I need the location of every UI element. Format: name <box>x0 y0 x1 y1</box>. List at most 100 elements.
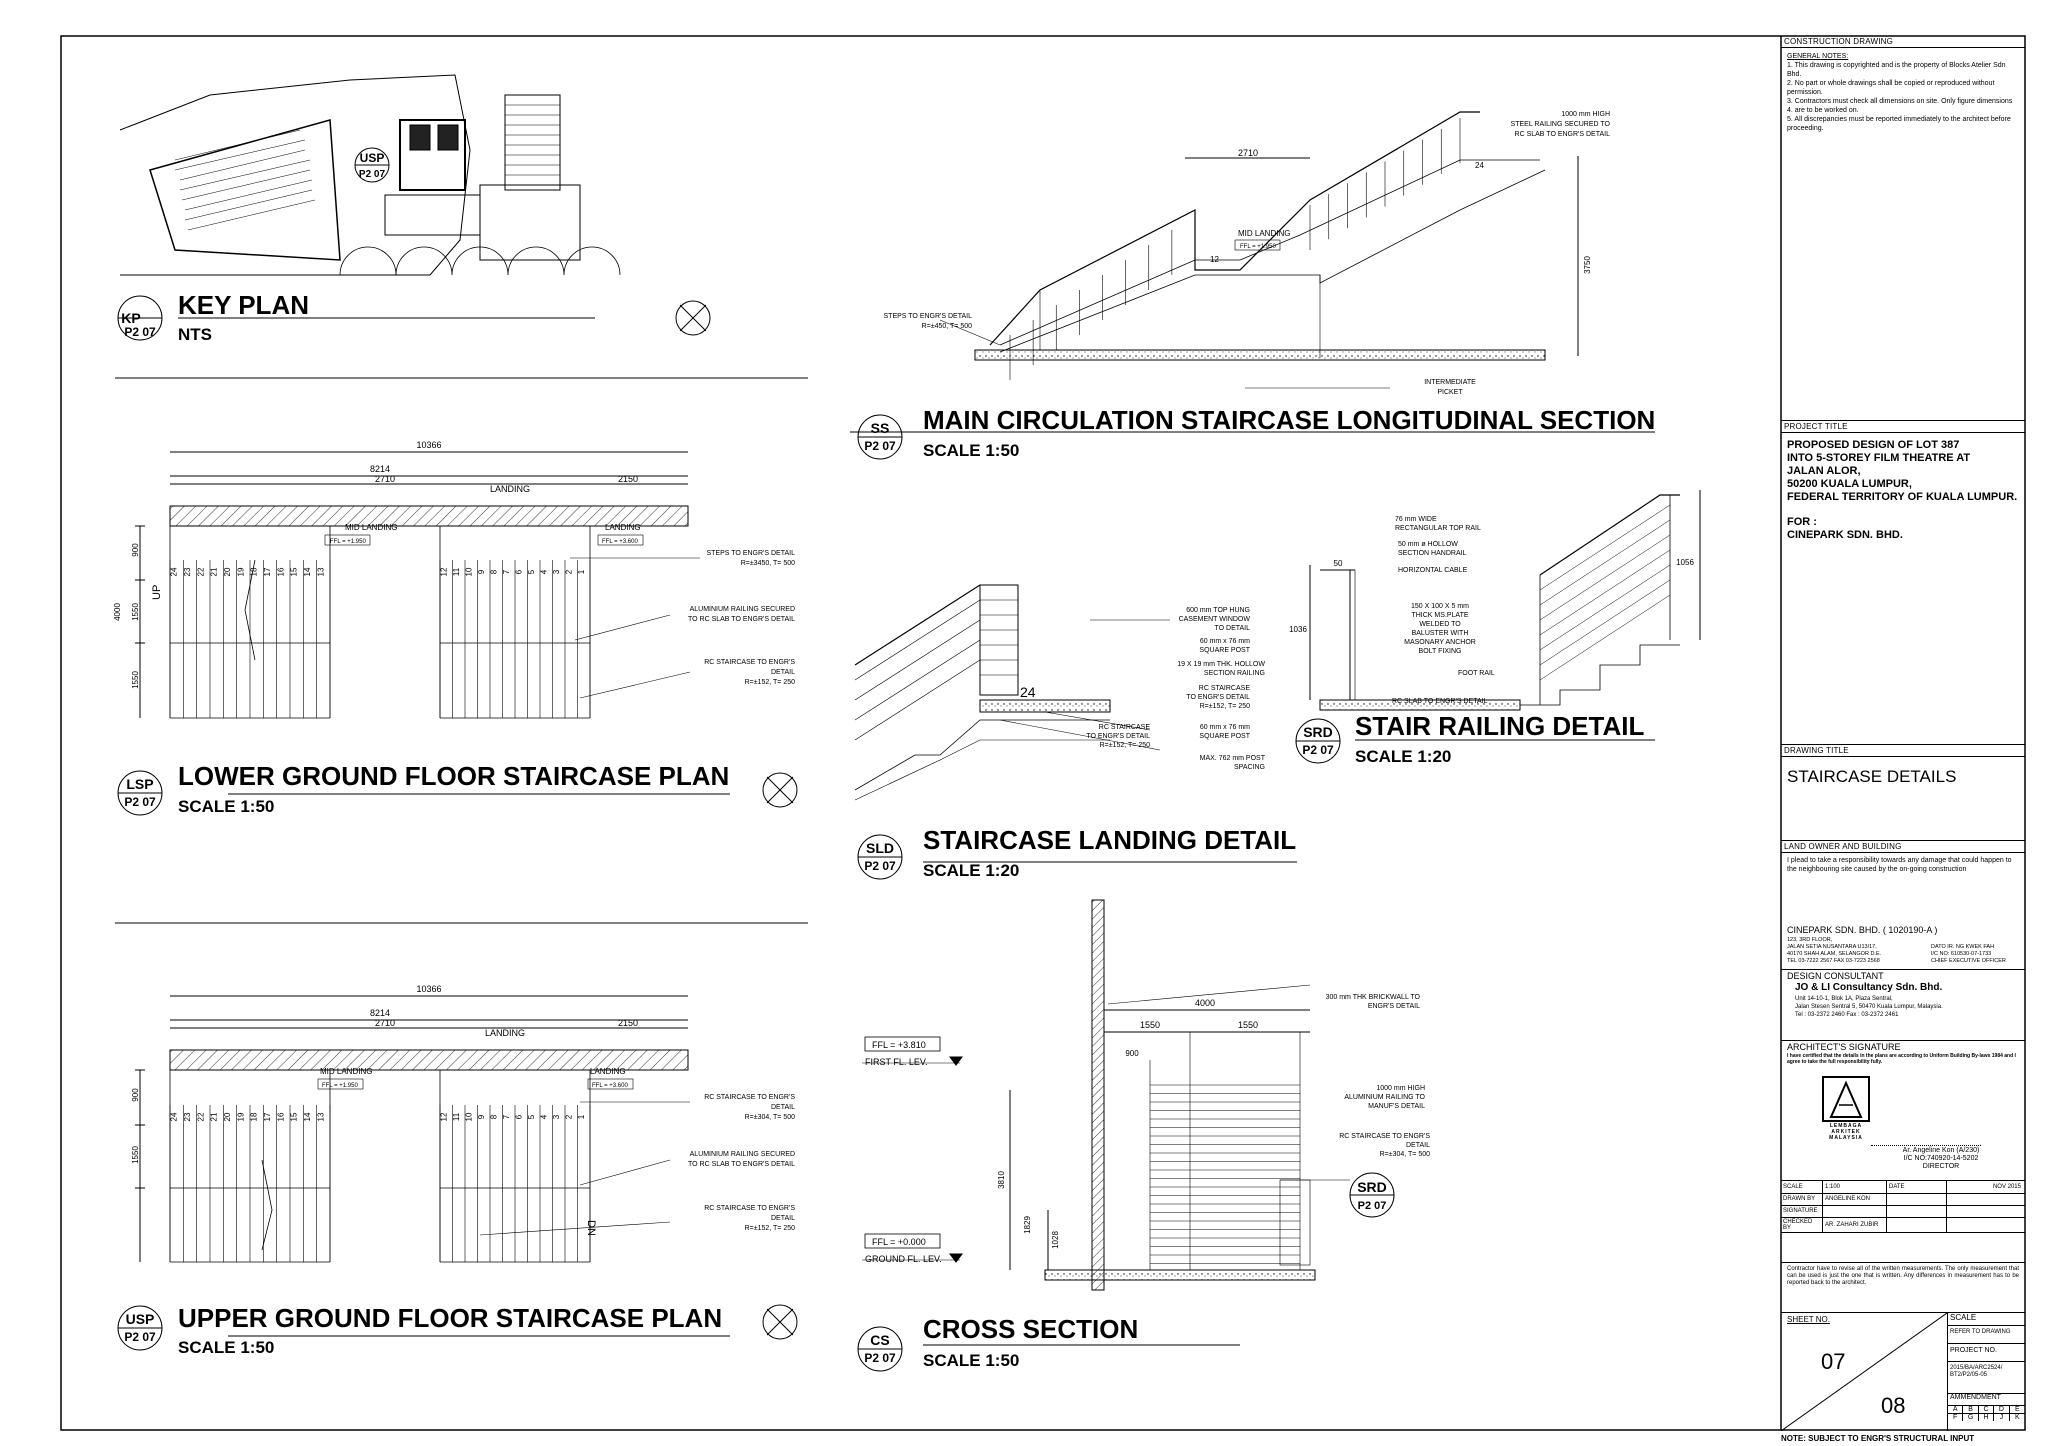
sld-note-6: 19 X 19 mm THK. HOLLOW <box>1177 661 1265 668</box>
cs-note-8: R=±304, T= 500 <box>1380 1151 1431 1158</box>
tb-owner: LAND OWNER AND BUILDING I plead to take … <box>1781 840 2025 1041</box>
cs-note-6: RC STAIRCASE TO ENGR'S <box>1339 1133 1430 1140</box>
cs-dim-1028: 1028 <box>1051 1231 1060 1249</box>
title-block: CONSTRUCTION DRAWING GENERAL NOTES: 1. T… <box>1781 36 2025 1431</box>
tb-for-label: FOR : <box>1787 516 1817 528</box>
ugf-mid-landing: MID LANDING <box>320 1067 372 1076</box>
tb-note-5: 4. are to be worked on. <box>1787 107 1859 114</box>
long-section-drawing <box>850 111 1655 433</box>
step-number: 3 <box>552 569 561 574</box>
tb-consultant-name: JO & LI Consultancy Sdn. Bhd. <box>1795 982 1943 993</box>
step-number: 6 <box>514 569 523 574</box>
keyplan-usp-tag: USP <box>360 151 385 165</box>
cs-ffl-first: FFL = +3.810 <box>872 1040 926 1050</box>
tb-meta-label: CHECKED BY <box>1781 1217 1823 1232</box>
sld-note-5: SQUARE POST <box>1199 647 1250 654</box>
railing-detail-drawing <box>1309 490 1701 741</box>
step-number: 16 <box>276 567 285 576</box>
lgf-note-1: STEPS TO ENGR'S DETAIL <box>707 550 796 557</box>
tb-consultant-label: DESIGN CONSULTANT <box>1787 971 1884 981</box>
tb-meta-label: SIGNATURE <box>1781 1205 1823 1217</box>
lgf-ffl-mid: FFL = +1.950 <box>330 539 366 545</box>
step-number: 20 <box>223 567 232 576</box>
ss-note-2: STEEL RAILING SECURED TO <box>1511 121 1611 128</box>
step-number: 1 <box>577 1114 586 1119</box>
cs-first-level: FIRST FL. LEV. <box>865 1057 928 1067</box>
keyplan-title: KEY PLAN <box>178 290 309 320</box>
cs-note-7: DETAIL <box>1406 1142 1430 1149</box>
ss-note-6: INTERMEDIATE <box>1424 379 1476 386</box>
tb-project-line-3: JALAN ALOR, <box>1787 465 1861 477</box>
cs-dim-1550b: 1550 <box>1238 1020 1258 1030</box>
step-number: 11 <box>452 1112 461 1121</box>
ugf-landing-right: LANDING <box>590 1067 626 1076</box>
lgf-dim-10366: 10366 <box>416 440 441 450</box>
tb-meta-row: SCALE 1:100 DATE NOV 2015 <box>1781 1181 2025 1193</box>
tb-amend-e: E <box>2009 1406 2025 1414</box>
step-number: 22 <box>196 1112 205 1121</box>
sld-note-2: CASEMENT WINDOW <box>1179 616 1251 623</box>
lgf-dim-900: 900 <box>131 543 140 557</box>
sld-note-14: 60 mm x 76 mm <box>1200 724 1250 731</box>
tb-stamp-1: LEMBAGA <box>1829 1123 1863 1129</box>
ss-tag: SS <box>871 420 890 436</box>
srd-note-6: 150 X 100 X 5 mm <box>1411 603 1469 610</box>
lgf-mid-landing: MID LANDING <box>345 523 397 532</box>
sld-note-9: TO ENGR'S DETAIL <box>1186 694 1250 701</box>
tb-project-line-5: FEDERAL TERRITORY OF KUALA LUMPUR. <box>1787 491 2018 503</box>
tb-contractor: Contractor have to revise all of the wri… <box>1781 1262 2025 1313</box>
tb-note-6: 5. All discrepancies must be reported im… <box>1787 116 2011 123</box>
step-number: 21 <box>210 567 219 576</box>
step-number: 14 <box>303 1112 312 1121</box>
tb-amend-b: B <box>1963 1406 1979 1414</box>
sld-note-17: SPACING <box>1234 764 1265 771</box>
sld-note-13: R=±152, T= 250 <box>1100 742 1151 749</box>
step-number: 23 <box>183 567 192 576</box>
sld-scale: SCALE 1:20 <box>923 861 1019 880</box>
ss-mid-landing: MID LANDING <box>1238 229 1290 238</box>
sld-note-16: MAX. 762 mm POST <box>1200 755 1266 762</box>
srd-dim-1056: 1056 <box>1676 558 1694 567</box>
ugf-dim-1550: 1550 <box>131 1146 140 1164</box>
sld-note-15: SQUARE POST <box>1199 733 1250 740</box>
tb-owner-person-1: DATO IR. NG KWEK FAH <box>1931 944 1995 950</box>
srd-note-7: THICK MS.PLATE <box>1411 612 1468 619</box>
cs-dim-4000: 4000 <box>1195 998 1215 1008</box>
ugf-plan-drawing <box>135 995 798 1340</box>
cs-dim-1829: 1829 <box>1023 1216 1032 1234</box>
tb-meta-row: CHECKED BY AR. ZAHARI ZUBIR <box>1781 1217 2025 1232</box>
footer-note: NOTE: SUBJECT TO ENGR'S STRUCTURAL INPUT <box>1781 1434 1975 1443</box>
step-number: 16 <box>276 1112 285 1121</box>
ugf-dim-2710: 2710 <box>375 1018 395 1028</box>
cs-note-2: ENGR'S DETAIL <box>1368 1003 1420 1010</box>
step-number: 12 <box>439 567 448 576</box>
ugf-ffl-mid: FFL = +1.950 <box>322 1083 358 1089</box>
tb-architect-role: DIRECTOR <box>1922 1163 1960 1170</box>
tb-client: CINEPARK SDN. BHD. <box>1787 529 1903 541</box>
srd-ref: P2 07 <box>1302 743 1334 757</box>
step-number: 8 <box>489 1114 498 1119</box>
landing-detail-drawing <box>854 584 1297 863</box>
tb-note-1: 1. This drawing is copyrighted and is th… <box>1787 62 2006 78</box>
srd-note-3: 50 mm ø HOLLOW <box>1398 541 1458 548</box>
key-plan-drawing <box>119 74 711 336</box>
keyplan-usp-ref: P2 07 <box>359 169 386 180</box>
step-number: 18 <box>250 1112 259 1121</box>
cs-ref: P2 07 <box>864 1351 896 1365</box>
ugf-ref: P2 07 <box>124 1330 156 1344</box>
cs-srd-ref: P2 07 <box>1358 1200 1387 1212</box>
tb-owner-addr-3: 40170 SHAH ALAM, SELANGOR D.E. <box>1787 951 1882 957</box>
cs-dim-1550a: 1550 <box>1140 1020 1160 1030</box>
sld-title: STAIRCASE LANDING DETAIL <box>923 825 1296 855</box>
ss-note-1: 1000 mm HIGH <box>1561 111 1610 118</box>
cs-ground-level: GROUND FL. LEV. <box>865 1254 942 1264</box>
tb-meta-label: DRAWN BY <box>1781 1193 1823 1205</box>
tb-owner-text: I plead to take a responsibility towards… <box>1787 857 2012 873</box>
tb-notes-heading: GENERAL NOTES: <box>1787 53 1849 60</box>
keyplan-ref: P2 07 <box>124 325 156 339</box>
cs-tag: CS <box>870 1332 889 1348</box>
tb-sheet-total: 08 <box>1881 1393 1906 1418</box>
srd-note-4: SECTION HANDRAIL <box>1398 550 1467 557</box>
step-number: 18 <box>250 567 259 576</box>
step-number: 10 <box>464 1112 473 1121</box>
